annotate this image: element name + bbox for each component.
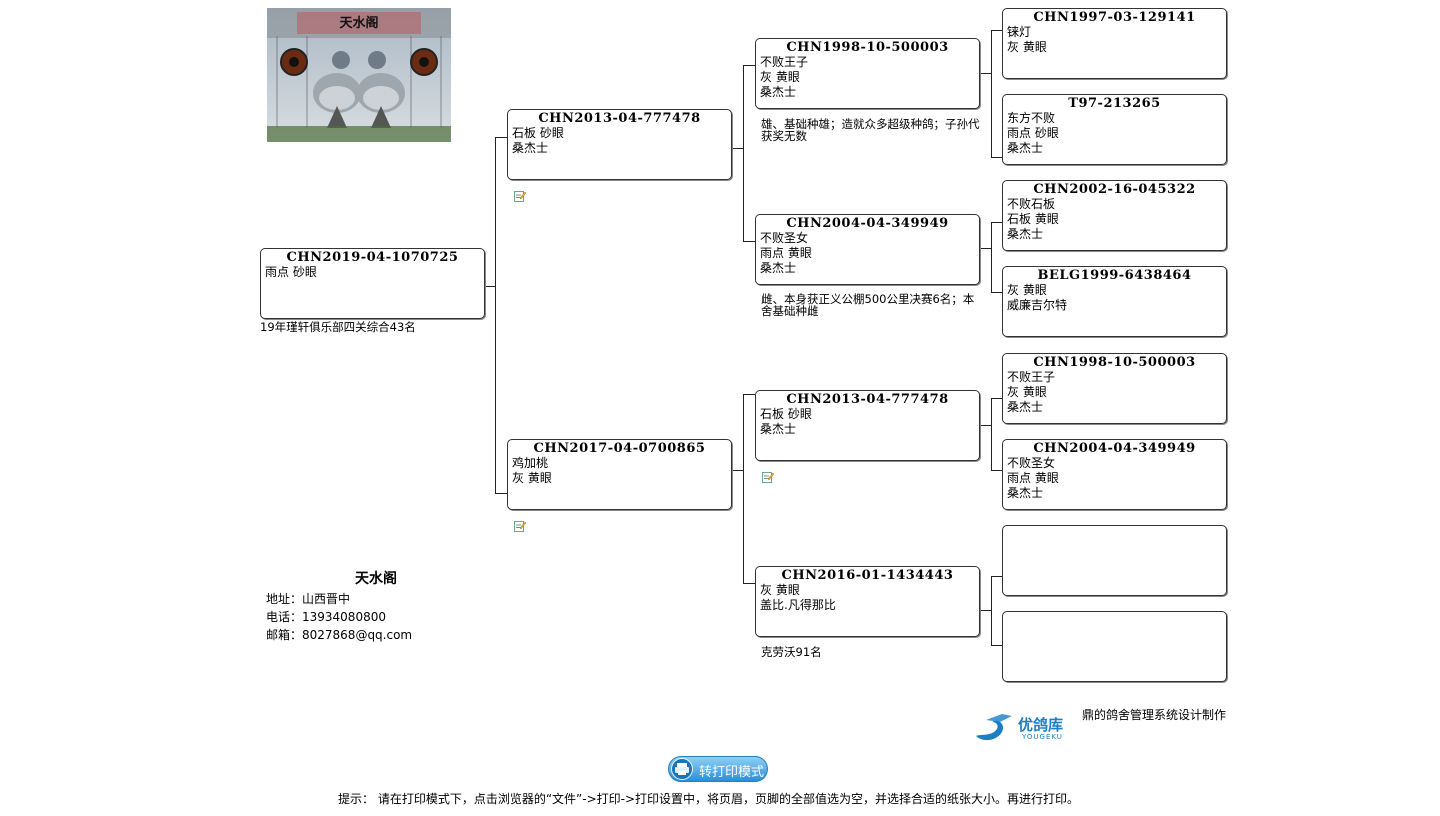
pigeon-line: 灰 黄眼 bbox=[512, 471, 552, 485]
pigeon-card-dsd[interactable]: CHN2004-04-349949 不败圣女 雨点 黄眼 桑杰士 bbox=[1002, 439, 1227, 510]
pigeon-line: 不败圣女 bbox=[760, 231, 809, 245]
pigeon-card-dam-sire[interactable]: CHN2013-04-777478 石板 砂眼 桑杰士 bbox=[755, 390, 980, 461]
ring-number: CHN1998-10-500003 bbox=[1033, 355, 1196, 370]
credit-text: 鼎的鸽舍管理系统设计制作 bbox=[1081, 708, 1226, 722]
pigeon-line: 不败圣女 bbox=[1007, 456, 1056, 470]
pigeon-note-sire-sire: 雄、基础种雄；造就众多超级种鸽；子孙代获奖无数 bbox=[761, 117, 980, 143]
owner-name: 天水阁 bbox=[355, 571, 397, 587]
ring-number: CHN1998-10-500003 bbox=[786, 40, 949, 55]
pigeon-line: 桑杰士 bbox=[760, 85, 797, 99]
brand-logo[interactable]: 优鸽库 YOUGEKU bbox=[972, 712, 1082, 744]
pigeon-card-dss[interactable]: CHN1998-10-500003 不败王子 灰 黄眼 桑杰士 bbox=[1002, 353, 1227, 424]
ring-number: CHN2013-04-777478 bbox=[786, 392, 949, 407]
ring-number: CHN2019-04-1070725 bbox=[286, 250, 459, 265]
pigeon-line: 桑杰士 bbox=[1007, 227, 1044, 241]
edit-note-icon[interactable] bbox=[514, 190, 526, 202]
pigeon-card-ddd-empty[interactable] bbox=[1002, 611, 1227, 682]
ring-number: CHN1997-03-129141 bbox=[1033, 10, 1196, 25]
owner-email: 邮箱：8027868@qq.com bbox=[266, 628, 413, 642]
pigeon-card-dam[interactable]: CHN2017-04-0700865 鸡加桃 灰 黄眼 bbox=[507, 439, 732, 510]
pigeon-line: 不败王子 bbox=[1007, 370, 1056, 384]
print-mode-button[interactable]: 转打印模式 bbox=[668, 756, 768, 782]
brand-subtitle: YOUGEKU bbox=[1022, 733, 1063, 741]
pigeon-line: 桑杰士 bbox=[1007, 486, 1044, 500]
pigeon-line: 灰 黄眼 bbox=[1007, 40, 1047, 54]
pigeon-card-dds-empty[interactable] bbox=[1002, 525, 1227, 596]
pigeon-line: 灰 黄眼 bbox=[1007, 283, 1047, 297]
pigeon-line: 灰 黄眼 bbox=[760, 583, 800, 597]
owner-info: 天水阁 地址：山西晋中 电话：13934080800 邮箱：8027868@qq… bbox=[266, 568, 486, 644]
pigeon-line: 东方不败 bbox=[1007, 111, 1056, 125]
pigeon-line: 雨点 黄眼 bbox=[1007, 471, 1059, 485]
pigeon-line: 桑杰士 bbox=[1007, 141, 1044, 155]
ring-number: CHN2013-04-777478 bbox=[538, 111, 701, 126]
pigeon-line: 雨点 砂眼 bbox=[1007, 126, 1059, 140]
pigeon-note-subject: 19年瑾轩俱乐部四关综合43名 bbox=[260, 320, 416, 334]
ring-number: CHN2004-04-349949 bbox=[786, 216, 949, 231]
pigeon-line: 威廉吉尔特 bbox=[1007, 298, 1068, 312]
pigeon-card-ssd[interactable]: T97-213265 东方不败 雨点 砂眼 桑杰士 bbox=[1002, 94, 1227, 165]
pigeon-card-sds[interactable]: CHN2002-16-045322 不败石板 石板 黄眼 桑杰士 bbox=[1002, 180, 1227, 251]
pigeon-line: 铼灯 bbox=[1007, 25, 1032, 39]
pigeon-card-sire-sire[interactable]: CHN1998-10-500003 不败王子 灰 黄眼 桑杰士 bbox=[755, 38, 980, 109]
pigeon-line: 桑杰士 bbox=[512, 141, 549, 155]
pigeon-note-sire-dam: 雌、本身获正义公棚500公里决赛6名；本舍基础种雌 bbox=[761, 292, 975, 318]
pigeon-card-sire[interactable]: CHN2013-04-777478 石板 砂眼 桑杰士 bbox=[507, 109, 732, 180]
pigeon-line: 桑杰士 bbox=[760, 261, 797, 275]
pigeon-card-sire-dam[interactable]: CHN2004-04-349949 不败圣女 雨点 黄眼 桑杰士 bbox=[755, 214, 980, 285]
ring-number: CHN2016-01-1434443 bbox=[781, 568, 954, 583]
pigeon-line: 盖比.凡得那比 bbox=[760, 598, 836, 612]
printer-icon bbox=[671, 758, 693, 780]
ring-number: BELG1999-6438464 bbox=[1037, 268, 1192, 283]
pigeon-note-dam-dam: 克劳沃91名 bbox=[761, 645, 822, 659]
pigeon-card-dam-dam[interactable]: CHN2016-01-1434443 灰 黄眼 盖比.凡得那比 bbox=[755, 566, 980, 637]
loft-logo-image: 天水阁 bbox=[267, 8, 451, 142]
pigeon-card-sss[interactable]: CHN1997-03-129141 铼灯 灰 黄眼 bbox=[1002, 8, 1227, 79]
edit-note-icon[interactable] bbox=[762, 471, 774, 483]
pigeon-line: 石板 砂眼 bbox=[760, 407, 812, 421]
ring-number: CHN2002-16-045322 bbox=[1033, 182, 1196, 197]
pigeon-line: 不败王子 bbox=[760, 55, 809, 69]
owner-phone: 电话：13934080800 bbox=[266, 610, 386, 624]
edit-note-icon[interactable] bbox=[514, 520, 526, 532]
pigeon-line: 雨点 黄眼 bbox=[760, 246, 812, 260]
brand-name: 优鸽库 bbox=[1018, 716, 1064, 734]
owner-address: 地址：山西晋中 bbox=[266, 592, 351, 606]
pigeon-line: 桑杰士 bbox=[1007, 400, 1044, 414]
pigeon-line: 灰 黄眼 bbox=[760, 70, 800, 84]
brand-wave-icon bbox=[976, 714, 1012, 741]
pigeon-line: 不败石板 bbox=[1007, 197, 1056, 211]
pigeon-card-sdd[interactable]: BELG1999-6438464 灰 黄眼 威廉吉尔特 bbox=[1002, 266, 1227, 337]
print-hint: 提示： 请在打印模式下，点击浏览器的“文件”->打印->打印设置中，将页眉，页脚… bbox=[338, 792, 1080, 806]
pigeon-line: 灰 黄眼 bbox=[1007, 385, 1047, 399]
print-mode-label: 转打印模式 bbox=[699, 765, 765, 780]
pigeon-card-subject[interactable]: CHN2019-04-1070725 雨点 砂眼 bbox=[260, 248, 485, 319]
ring-number: T97-213265 bbox=[1068, 96, 1161, 111]
pigeon-line: 鸡加桃 bbox=[512, 456, 549, 470]
pigeon-line: 石板 砂眼 bbox=[512, 126, 564, 140]
ring-number: CHN2004-04-349949 bbox=[1033, 441, 1196, 456]
ring-number: CHN2017-04-0700865 bbox=[533, 441, 706, 456]
pigeon-line: 雨点 砂眼 bbox=[265, 265, 317, 279]
pigeon-line: 石板 黄眼 bbox=[1007, 212, 1059, 226]
loft-logo-caption: 天水阁 bbox=[339, 16, 379, 31]
pigeon-line: 桑杰士 bbox=[760, 422, 797, 436]
